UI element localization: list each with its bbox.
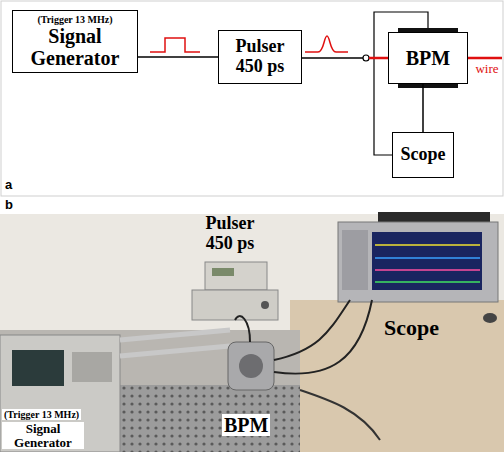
wire-line xyxy=(468,57,502,60)
connector xyxy=(138,57,218,58)
connector xyxy=(423,84,424,132)
connector xyxy=(302,55,388,61)
square-pulse xyxy=(150,38,200,52)
wire-label: wire xyxy=(470,62,504,76)
bpm-box: BPM xyxy=(388,32,468,84)
panel-letter: b xyxy=(5,198,13,212)
photo-label: BPM xyxy=(222,414,270,436)
photo-label: (Trigger 13 MHz) xyxy=(2,409,81,420)
instrument-box: Scope xyxy=(392,132,454,178)
photo-label: Signal Generator xyxy=(2,422,84,449)
panel-letter: a xyxy=(5,178,12,192)
node-label: Scope xyxy=(401,145,446,165)
instrument-box: (Trigger 13 MHz)Signal Generator xyxy=(12,10,138,73)
node-label: BPM xyxy=(406,47,450,69)
node-label: Pulser 450 ps xyxy=(223,37,297,77)
photo-label: Scope xyxy=(384,316,439,340)
gaussian-pulse xyxy=(305,36,348,52)
panel-frame xyxy=(1,1,503,196)
instrument-box: Pulser 450 ps xyxy=(218,30,302,84)
node-subtitle: (Trigger 13 MHz) xyxy=(37,14,112,25)
node-label: Signal Generator xyxy=(17,25,133,69)
photo-label: Pulser 450 ps xyxy=(190,214,270,254)
photo xyxy=(0,212,504,452)
